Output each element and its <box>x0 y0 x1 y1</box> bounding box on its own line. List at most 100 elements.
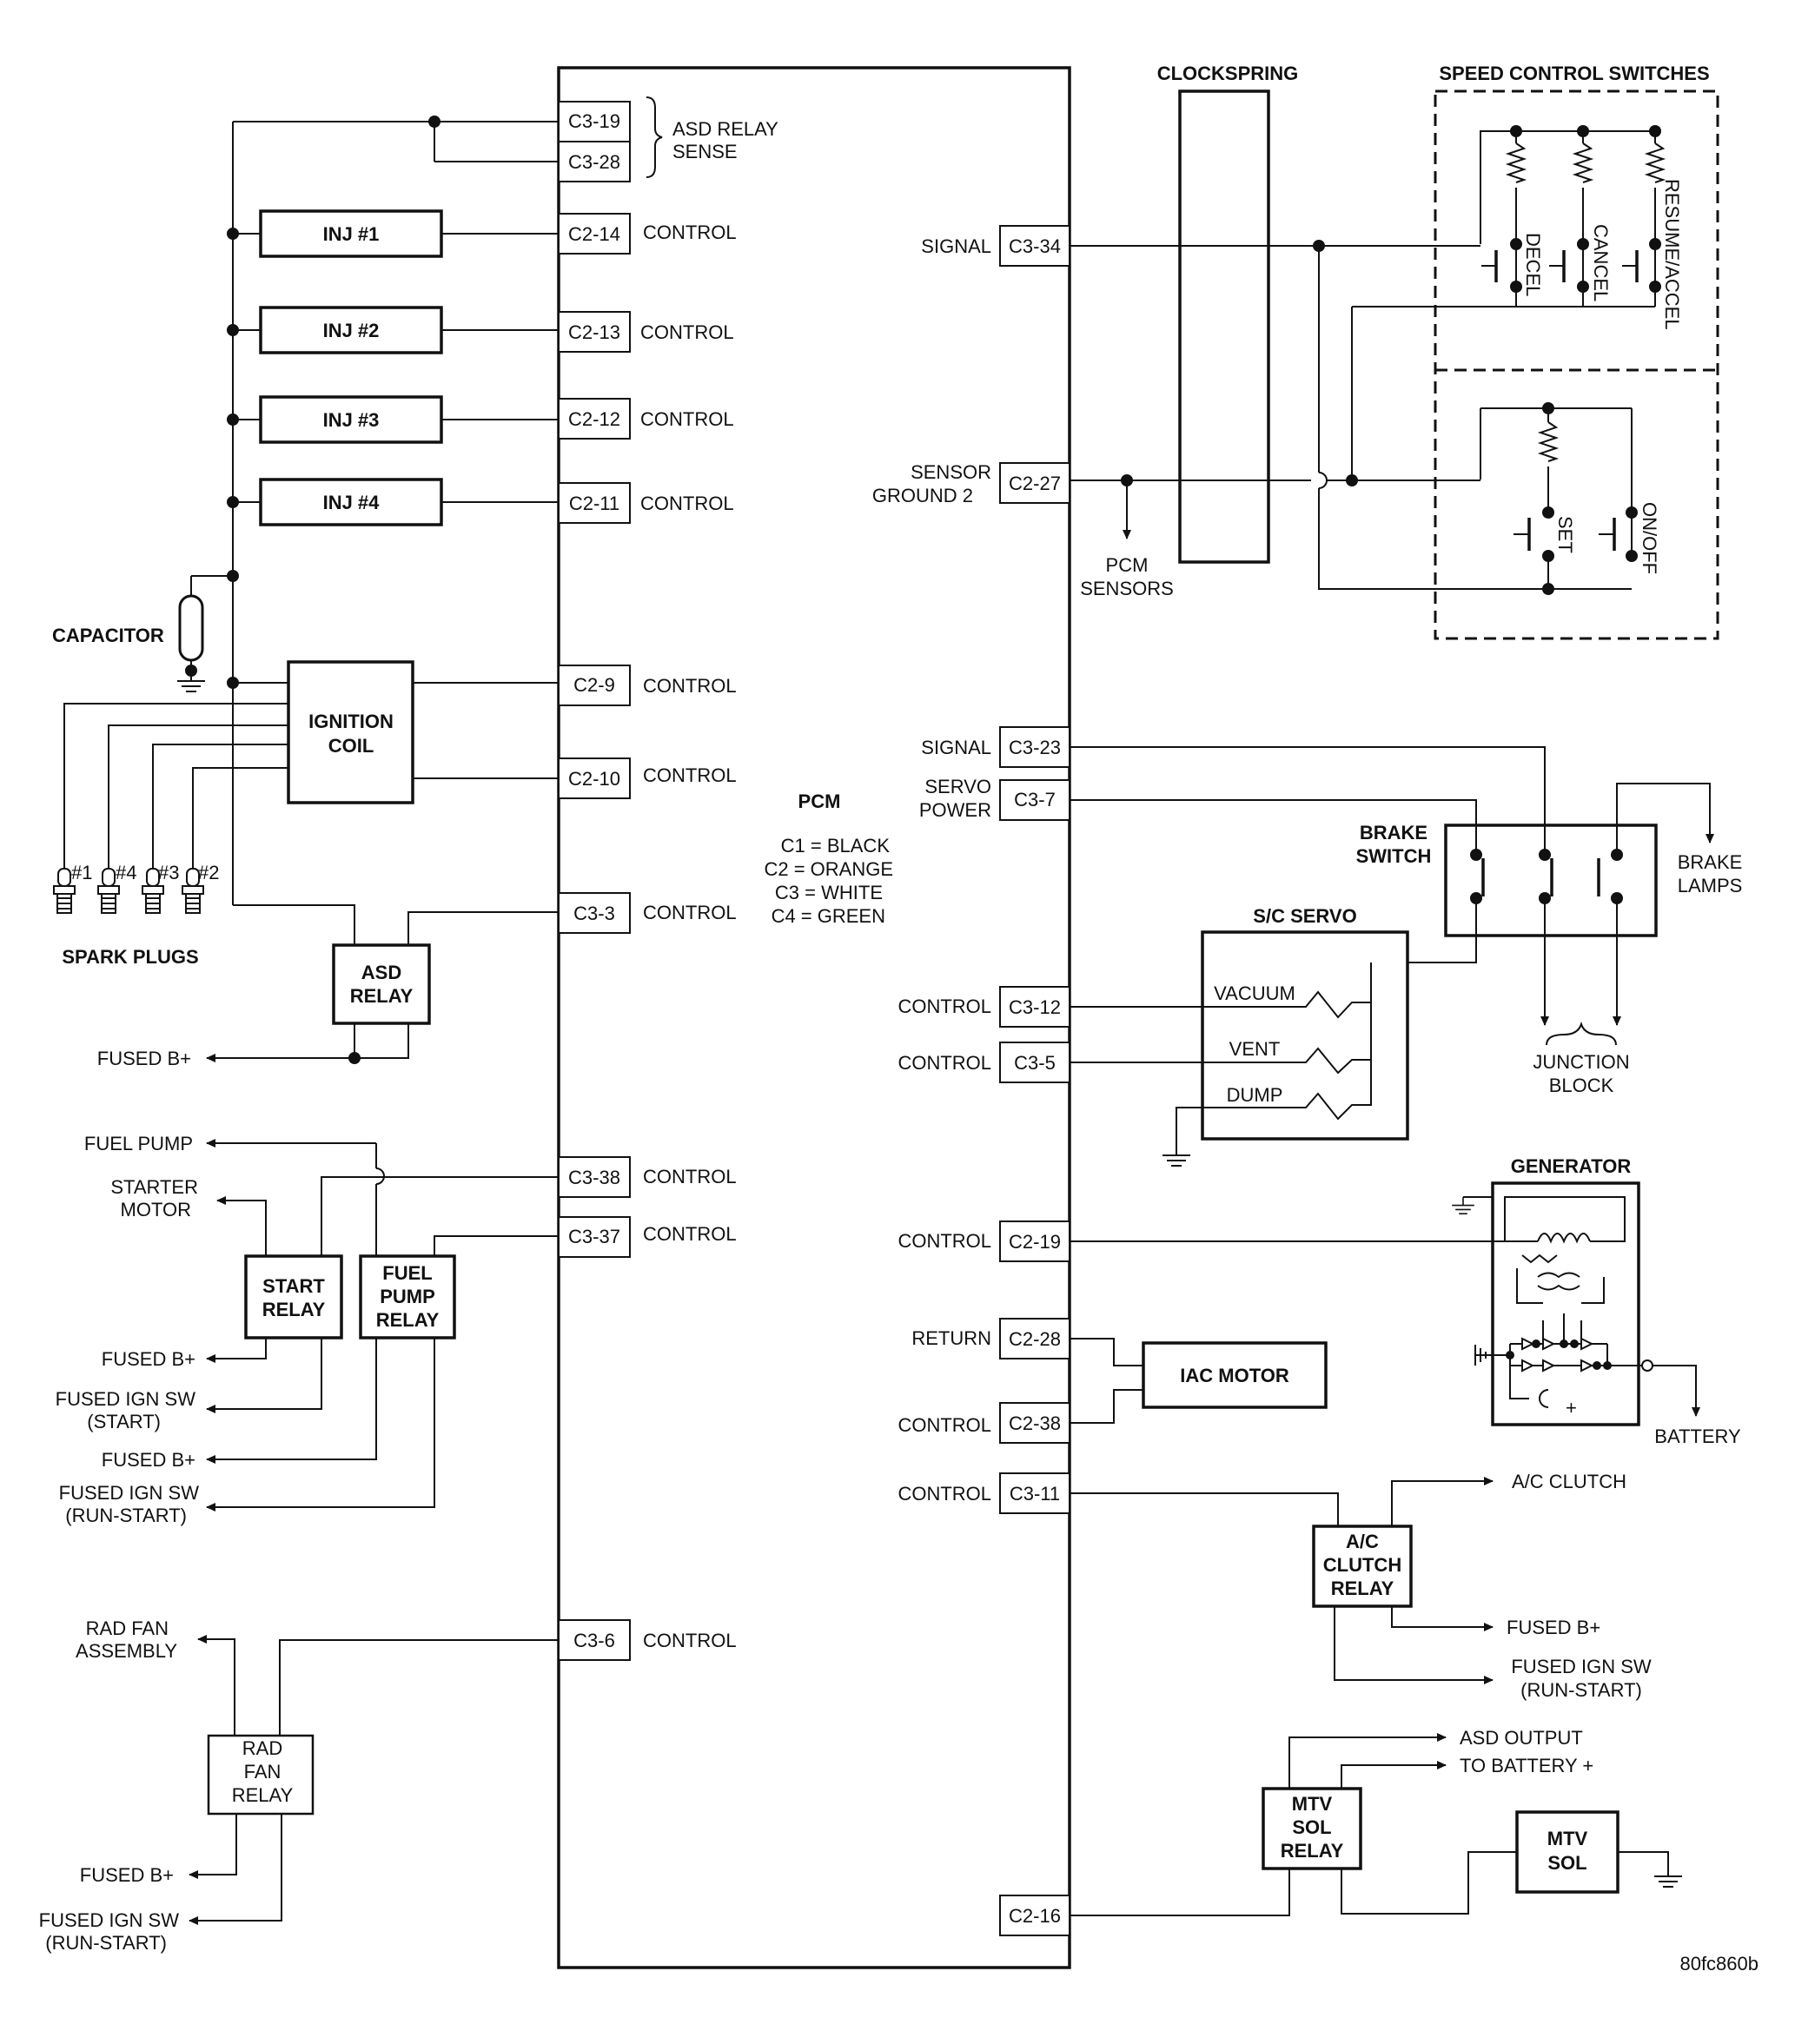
mtv-sol-relay-label-1: MTV <box>1292 1793 1333 1815</box>
pin-c2-38: C2-38 <box>1009 1412 1061 1434</box>
spark-plugs: #1 #4 #3 #2 SPARK PLUGS <box>53 862 219 968</box>
brake-switch-label-2: SWITCH <box>1356 845 1432 867</box>
upper-right-wiring: PCM SENSORS <box>1070 240 1632 599</box>
mtv-sol-relay-label-2: SOL <box>1292 1816 1331 1838</box>
label-control: CONTROL <box>898 1414 991 1436</box>
legend-c3: C3 = WHITE <box>775 882 883 903</box>
terminal-fused-ign-start-1: FUSED IGN SW <box>56 1388 196 1410</box>
junction-block-label-2: BLOCK <box>1549 1075 1614 1096</box>
terminal-fused-b: FUSED B+ <box>102 1348 195 1370</box>
pin-c2-10: C2-10 <box>568 768 620 790</box>
brake-lamps-label-1: BRAKE <box>1678 851 1743 873</box>
label-control: CONTROL <box>643 1166 737 1187</box>
pin-c2-28: C2-28 <box>1009 1328 1061 1350</box>
start-relay-label-1: START <box>262 1275 325 1297</box>
pin-c3-38: C3-38 <box>568 1167 620 1188</box>
terminal-fused-ign-run-start-2: (RUN-START) <box>1520 1679 1642 1701</box>
label-signal: SIGNAL <box>921 235 991 257</box>
ignition-coil-label-1: IGNITION <box>308 711 394 732</box>
rad-fan-relay-label-1: RAD <box>242 1737 282 1759</box>
terminal-starter-motor-2: MOTOR <box>121 1199 191 1220</box>
pin-c2-9: C2-9 <box>573 674 615 696</box>
battery-label: BATTERY <box>1654 1426 1741 1447</box>
pin-c3-37: C3-37 <box>568 1226 620 1247</box>
brake-lamps-label-2: LAMPS <box>1678 875 1743 896</box>
label-signal: SIGNAL <box>921 737 991 758</box>
asd-relay-label-1: ASD <box>361 962 401 983</box>
sc-servo: S/C SERVO VACUUM VENT DUMP <box>1070 905 1409 1167</box>
terminal-fused-ign-start-2: (START) <box>87 1411 161 1432</box>
label-control: CONTROL <box>643 1223 737 1245</box>
switch-cancel: CANCEL <box>1590 224 1612 301</box>
ignition-coil: IGNITION COIL <box>287 660 414 804</box>
pin-c3-6: C3-6 <box>573 1630 615 1651</box>
generator-label: GENERATOR <box>1511 1155 1632 1177</box>
legend-c1: C1 = BLACK <box>781 835 891 857</box>
ac-clutch-relay-label-3: RELAY <box>1331 1578 1394 1599</box>
label-pcm-sensors-2: SENSORS <box>1080 578 1174 599</box>
iac-motor: IAC MOTOR <box>1070 1338 1328 1424</box>
left-pins: C3-19 C3-28 C2-14 C2-13 C2-12 C2-11 C2-9… <box>558 101 631 1661</box>
capacitor-label: CAPACITOR <box>52 625 164 646</box>
speed-control-switches: SPEED CONTROL SWITCHES DECEL CANCEL RESU… <box>1352 63 1719 640</box>
clockspring: CLOCKSPRING <box>1157 63 1299 564</box>
left-control-labels: ASD RELAY SENSE CONTROL CONTROL CONTROL … <box>640 96 778 1651</box>
brake-switch-label-1: BRAKE <box>1360 822 1427 843</box>
pin-c2-12: C2-12 <box>568 408 620 430</box>
junction-block-label-1: JUNCTION <box>1533 1051 1629 1073</box>
sc-servo-label: S/C SERVO <box>1253 905 1356 927</box>
pin-c2-13: C2-13 <box>568 321 620 343</box>
label-sensor-ground-1: SENSOR <box>911 461 991 483</box>
pcm-color-legend: C1 = BLACK C2 = ORANGE C3 = WHITE C4 = G… <box>764 835 893 927</box>
mtv-sol-relay: MTV SOL RELAY ASD OUTPUT TO BATTERY + <box>1070 1727 1593 1916</box>
spark-plugs-label: SPARK PLUGS <box>62 946 198 968</box>
terminal-asd-output: ASD OUTPUT <box>1460 1727 1583 1749</box>
rad-fan-relay-label-2: FAN <box>244 1761 282 1783</box>
injector-1-label: INJ #1 <box>323 223 380 245</box>
injector-2-label: INJ #2 <box>323 320 380 341</box>
label-asd-relay-sense-2: SENSE <box>672 141 738 162</box>
label-sensor-ground-2: GROUND 2 <box>872 485 973 506</box>
terminal-fused-b: FUSED B+ <box>1507 1617 1600 1638</box>
rad-fan-relay-label-3: RELAY <box>232 1784 294 1806</box>
terminal-rad-fan-assembly-2: ASSEMBLY <box>76 1640 177 1662</box>
label-control: CONTROL <box>898 996 991 1017</box>
legend-c2: C2 = ORANGE <box>764 858 893 880</box>
pcm-title: PCM <box>798 790 841 812</box>
plug-number: #1 <box>71 862 92 883</box>
injector-2: INJ #2 <box>259 306 443 354</box>
start-relay-label-2: RELAY <box>262 1299 326 1320</box>
pin-c3-34: C3-34 <box>1009 235 1061 257</box>
start-relay: START RELAY <box>244 1254 343 1340</box>
injector-3-label: INJ #3 <box>323 409 380 431</box>
injector-4-label: INJ #4 <box>323 492 381 513</box>
label-return: RETURN <box>911 1327 991 1349</box>
mtv-sol-label-2: SOL <box>1547 1852 1586 1874</box>
figure-id: 80fc860b <box>1679 1953 1759 1975</box>
right-wire-labels: SIGNAL SENSOR GROUND 2 SIGNAL SERVO POWE… <box>872 235 991 1505</box>
generator-plus: + <box>1566 1397 1577 1419</box>
fuel-pump-relay: FUEL PUMP RELAY <box>359 1254 456 1340</box>
clockspring-label: CLOCKSPRING <box>1157 63 1299 84</box>
label-control: CONTROL <box>898 1483 991 1505</box>
pin-c3-28: C3-28 <box>568 151 620 173</box>
plug-number: #3 <box>158 862 179 883</box>
label-control: CONTROL <box>643 222 737 243</box>
pin-c3-19: C3-19 <box>568 110 620 132</box>
label-control: CONTROL <box>643 675 737 697</box>
mtv-sol: MTV SOL <box>1515 1810 1683 1894</box>
switch-resume-accel: RESUME/ACCEL <box>1661 179 1683 330</box>
terminal-fused-ign-run-start-2: (RUN-START) <box>65 1505 187 1526</box>
injector-3: INJ #3 <box>259 395 443 444</box>
mtv-sol-label-1: MTV <box>1547 1828 1588 1849</box>
servo-port-vacuum: VACUUM <box>1214 982 1295 1004</box>
ac-clutch-relay-label-1: A/C <box>1346 1531 1379 1552</box>
rad-fan-relay: RAD FAN RELAY <box>207 1734 315 1816</box>
terminal-fused-ign-run-start-2: (RUN-START) <box>45 1932 167 1954</box>
terminal-fused-b: FUSED B+ <box>97 1048 191 1069</box>
switch-decel: DECEL <box>1522 233 1544 296</box>
label-control: CONTROL <box>898 1052 991 1074</box>
terminal-fuel-pump: FUEL PUMP <box>84 1133 193 1154</box>
pin-c3-12: C3-12 <box>1009 996 1061 1018</box>
